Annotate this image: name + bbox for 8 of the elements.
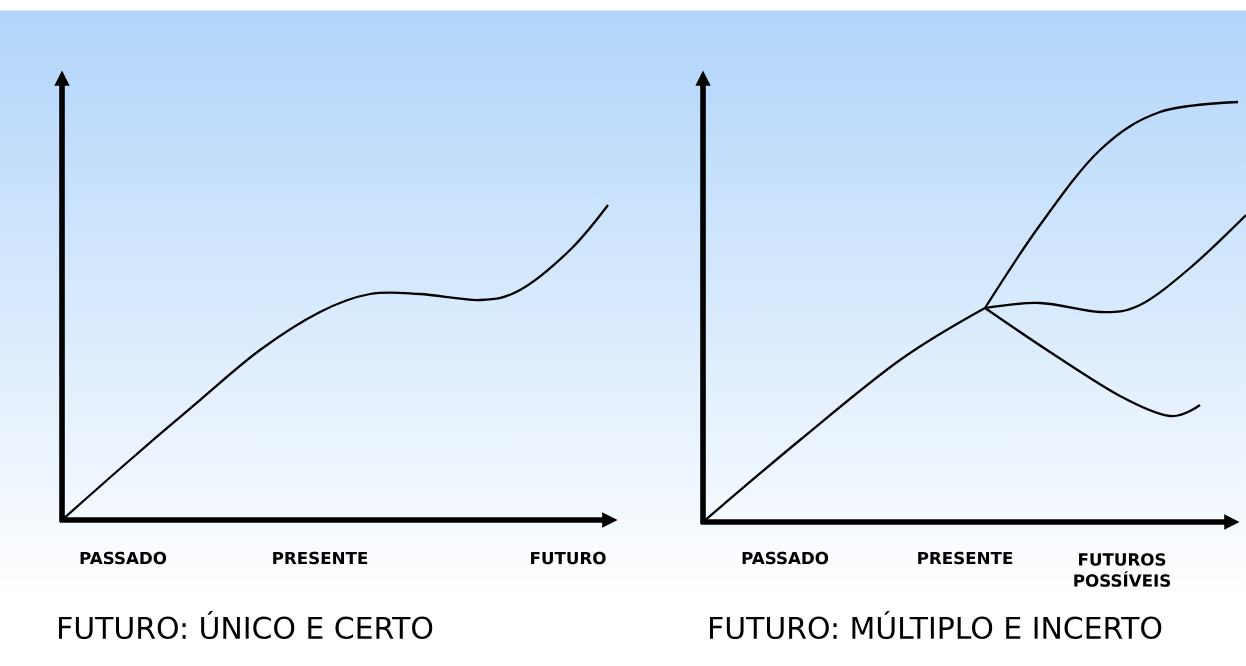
- axis-label: PASSADO: [742, 551, 829, 565]
- axis-label: PRESENTE: [273, 551, 368, 565]
- panel-title: FUTURO: ÚNICO E CERTO: [59, 610, 433, 640]
- axis-label: PASSADO: [80, 551, 167, 565]
- axis-label: PRESENTE: [918, 551, 1013, 565]
- axis-label: FUTURO: [531, 551, 606, 565]
- panel-title: FUTURO: MÚLTIPLO E INCERTO: [710, 610, 1162, 640]
- axis-label: FUTUROS POSSÍVEIS: [1074, 553, 1171, 587]
